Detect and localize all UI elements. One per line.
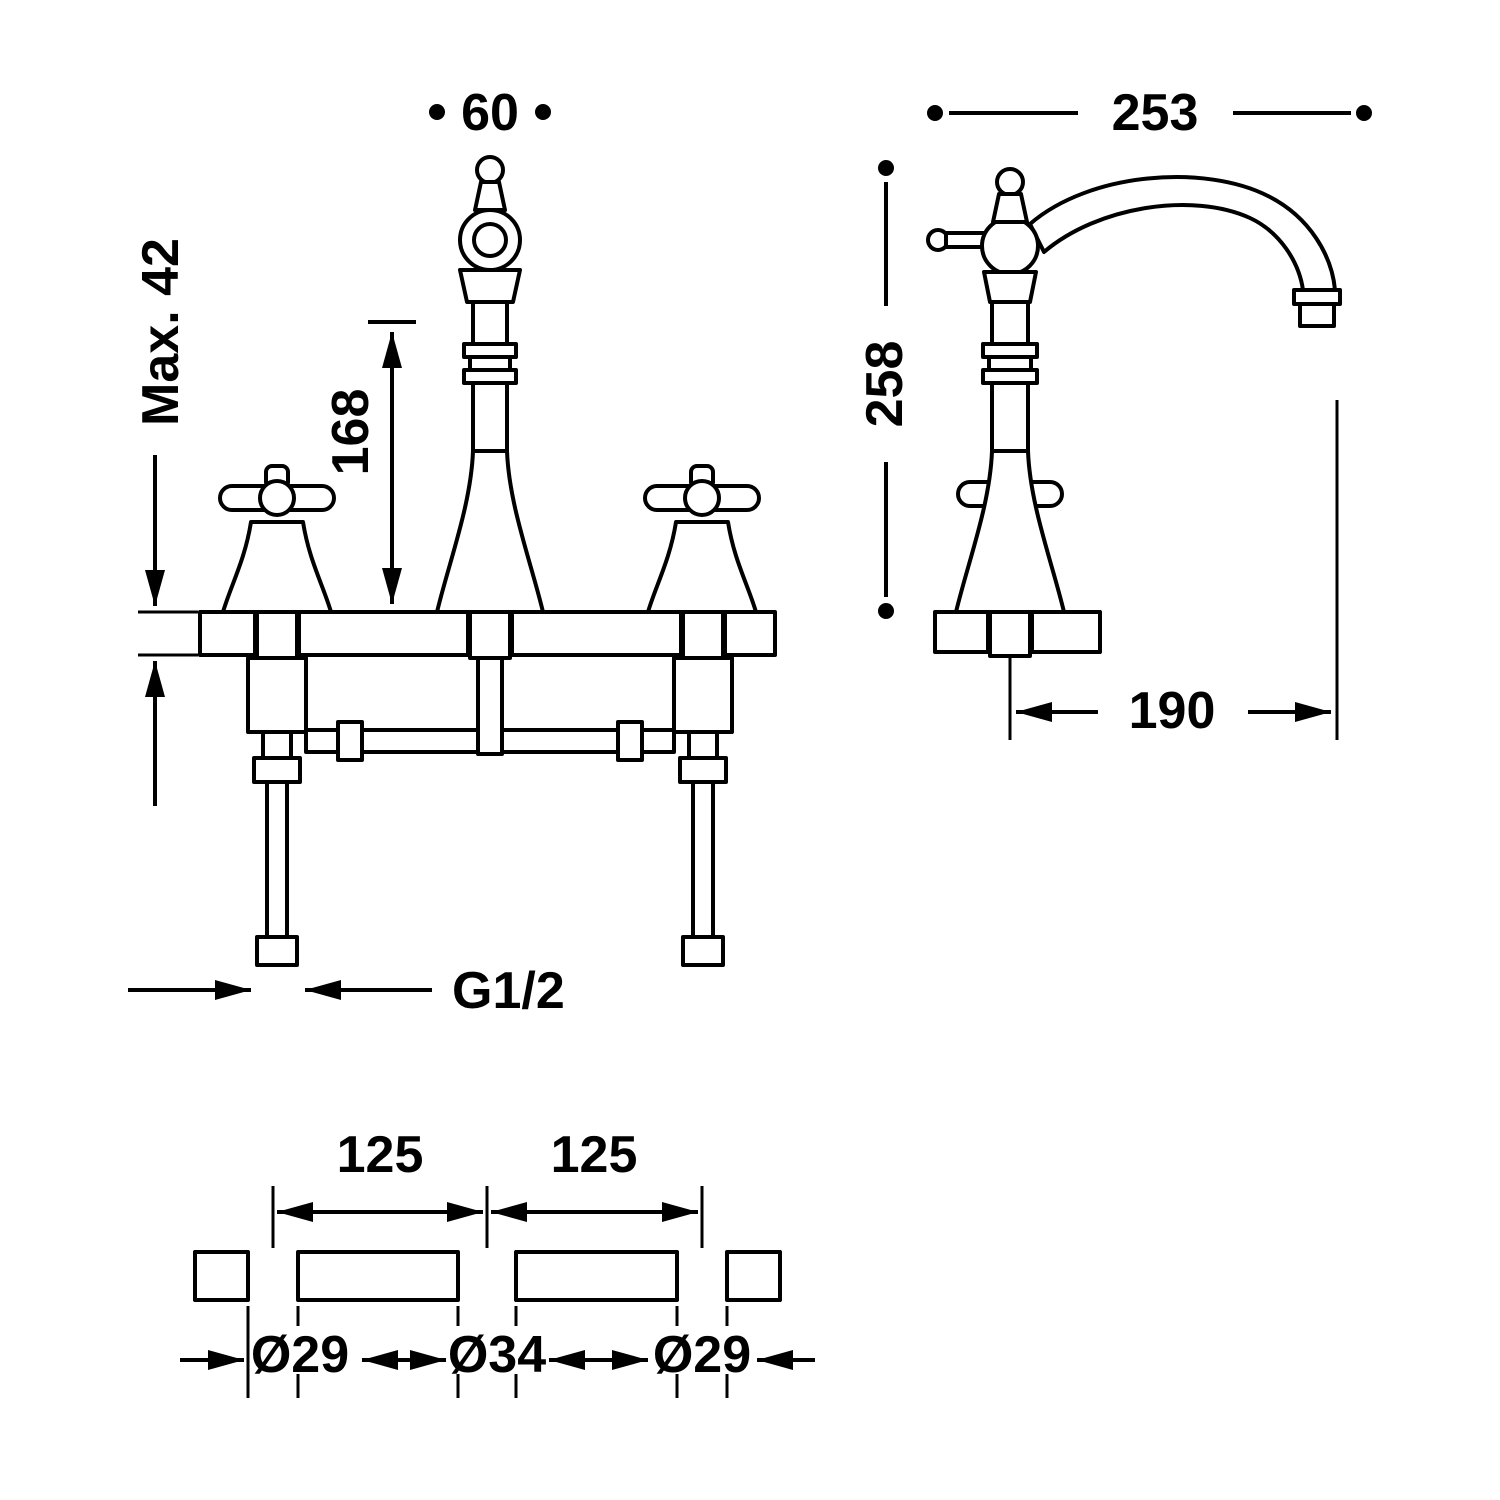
column-body (471, 381, 509, 453)
dimension-dot (927, 105, 943, 121)
dim-pitch-right-label: 125 (551, 1126, 638, 1184)
handle-arm-side (944, 231, 988, 249)
dim-total-height-label: 258 (856, 341, 914, 428)
tail-connector (255, 935, 299, 967)
handle-bell (221, 520, 333, 614)
right-handle-front (643, 464, 761, 967)
center-shank (988, 610, 1032, 658)
center-down-pipe (476, 656, 504, 756)
countertop-segment (193, 1250, 250, 1302)
section-view: 125 125 Ø29 Ø34 Ø29 (180, 1126, 815, 1398)
side-view: 253 258 190 (856, 84, 1372, 740)
label-background (656, 1326, 748, 1374)
valve-neck (261, 730, 293, 760)
spout-column-side (926, 167, 1066, 658)
countertop-segment (296, 1250, 460, 1302)
countertop-segment (1030, 610, 1102, 654)
countertop-segment (510, 610, 683, 657)
valve-neck (687, 730, 719, 760)
center-shank (468, 610, 512, 660)
aerator-end-on (472, 222, 508, 258)
aerator-flange (1292, 288, 1342, 306)
countertop-segment (725, 1250, 782, 1302)
countertop-segment (297, 610, 470, 657)
handle-bell (646, 520, 758, 614)
pipe-nut (616, 720, 644, 762)
handle-shank (681, 610, 725, 660)
finial-ball (475, 155, 505, 185)
dim-hole-center-label: Ø34 (448, 1326, 546, 1384)
dimension-dot (1356, 105, 1372, 121)
bridge-pipe-left (304, 728, 480, 754)
countertop-segment (723, 610, 777, 657)
union-nut (678, 756, 728, 784)
bridge-pipe-right (500, 728, 676, 754)
label-background (451, 1326, 543, 1374)
dim-deck-max-label: Max. 42 (132, 238, 190, 426)
finial-neck (991, 192, 1029, 224)
dim-thread-label: G1/2 (452, 962, 565, 1020)
union-nut (252, 756, 302, 784)
spout-column-front (435, 155, 545, 756)
dimension-dot (878, 160, 894, 176)
collar (458, 268, 522, 304)
dimension-dot (878, 603, 894, 619)
tail-pipe (265, 780, 289, 939)
dim-spout-height-label: 168 (322, 389, 380, 476)
trumpet-base (954, 449, 1066, 614)
aerator-tip (1298, 302, 1336, 328)
dim-pitch-left-label: 125 (337, 1126, 424, 1184)
left-handle-front (218, 464, 336, 967)
swan-spout (1028, 175, 1337, 292)
front-view: 60 Max. 42 168 G1/2 (128, 84, 777, 1020)
handle-hub (683, 479, 721, 517)
countertop-segment (514, 1250, 679, 1302)
pipe-nut (336, 720, 364, 762)
column-neck (990, 300, 1030, 346)
dimension-dot (535, 104, 551, 120)
finial-ball (995, 167, 1025, 197)
handle-shank (255, 610, 299, 660)
trumpet-base (435, 449, 545, 614)
dim-total-width-label: 253 (1112, 84, 1199, 142)
label-background (252, 1326, 348, 1374)
finial-neck (473, 180, 507, 212)
handle-hub (258, 479, 296, 517)
column-body (990, 381, 1030, 453)
collar (982, 270, 1038, 304)
tail-connector (681, 935, 725, 967)
countertop-segment (933, 610, 990, 654)
valve-body-side (980, 216, 1040, 276)
column-neck (471, 300, 509, 346)
tail-pipe (691, 780, 715, 939)
valve-body (672, 656, 734, 734)
dimension-dot (429, 104, 445, 120)
dim-handle-top-label: 60 (461, 84, 519, 142)
valve-body (246, 656, 308, 734)
dim-hole-right-label: Ø29 (653, 1326, 751, 1384)
dim-spout-reach-label: 190 (1129, 682, 1216, 740)
countertop-segment (198, 610, 257, 657)
dim-hole-left-label: Ø29 (251, 1326, 349, 1384)
